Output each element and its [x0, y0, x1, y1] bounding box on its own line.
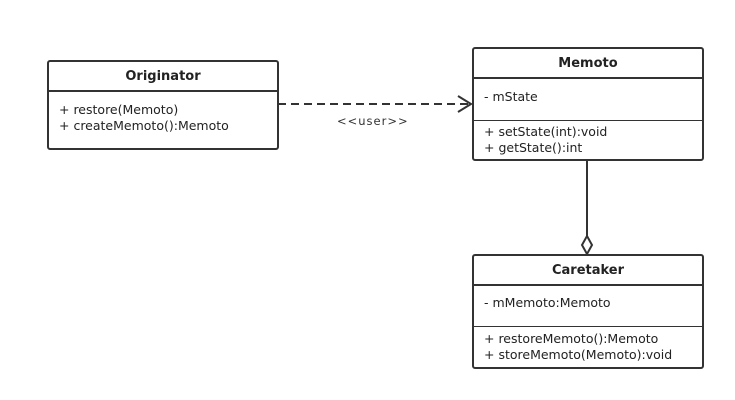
class-originator[interactable]: Originator + restore(Memoto) + createMem… — [47, 60, 279, 150]
class-originator-name: Originator — [49, 62, 277, 92]
class-memoto-name: Memoto — [474, 49, 702, 79]
class-caretaker-methods: + restoreMemoto():Memoto + storeMemoto(M… — [474, 327, 702, 367]
attribute-mstate: - mState — [484, 89, 538, 104]
method-restore-memoto: + restoreMemoto():Memoto — [484, 331, 659, 346]
dependency-label: <<user>> — [337, 114, 409, 128]
class-caretaker[interactable]: Caretaker - mMemoto:Memoto + restoreMemo… — [472, 254, 704, 369]
class-originator-methods: + restore(Memoto) + createMemoto():Memot… — [49, 92, 277, 138]
method-create-memoto: + createMemoto():Memoto — [59, 118, 229, 133]
method-set-state: + setState(int):void — [484, 124, 608, 139]
method-get-state: + getState():int — [484, 140, 583, 155]
dependency-arrowhead — [457, 95, 473, 113]
class-caretaker-name: Caretaker — [474, 256, 702, 286]
method-store-memoto: + storeMemoto(Memoto):void — [484, 347, 673, 362]
method-restore: + restore(Memoto) — [59, 102, 179, 117]
class-caretaker-attributes: - mMemoto:Memoto — [474, 286, 702, 327]
attribute-mmemoto: - mMemoto:Memoto — [484, 295, 611, 310]
aggregation-diamond — [580, 233, 594, 257]
class-memoto-methods: + setState(int):void + getState():int — [474, 121, 702, 160]
class-memoto-attributes: - mState — [474, 79, 702, 121]
class-memoto[interactable]: Memoto - mState + setState(int):void + g… — [472, 47, 704, 161]
